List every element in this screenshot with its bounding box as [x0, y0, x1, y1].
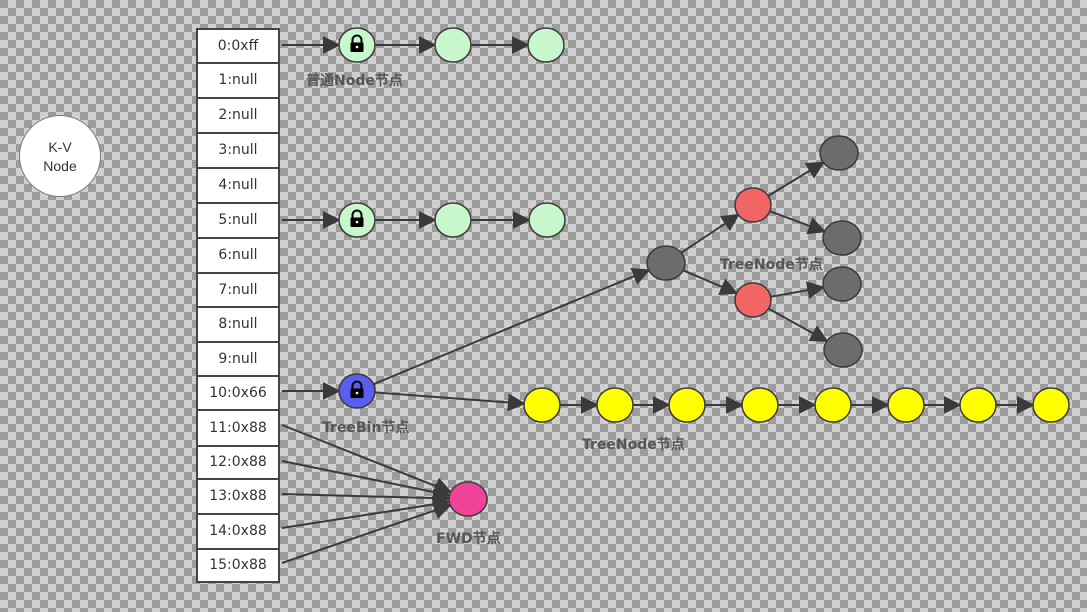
- bucket-label: 7:null: [218, 282, 258, 298]
- list-node-8: [1032, 387, 1070, 423]
- bucket-2: 2:null: [196, 97, 280, 134]
- caption-treenode-tree: TreeNode节点: [720, 257, 823, 273]
- caption-treebin-node: TreeBin节点: [322, 420, 410, 436]
- node-chain-5-1: [434, 202, 472, 238]
- bucket-label: 11:0x88: [209, 420, 267, 436]
- bucket-label: 6:null: [218, 247, 258, 263]
- node-lock-5: [338, 202, 376, 238]
- tree-root-node: [646, 245, 686, 281]
- bucket-label: 13:0x88: [209, 488, 267, 504]
- bucket-label: 14:0x88: [209, 523, 267, 539]
- arrow-treebin-to-root: [373, 268, 651, 386]
- tree-red-node-2: [734, 282, 772, 318]
- bucket-label: 2:null: [218, 107, 258, 123]
- bucket-12: 12:0x88: [196, 445, 280, 480]
- caption-normal-node: 普通Node节点: [306, 73, 403, 89]
- caption-fwd-node: FWD节点: [436, 531, 501, 547]
- bucket-5: 5:null: [196, 202, 280, 239]
- bucket-label: 10:0x66: [209, 385, 267, 401]
- list-node-6: [887, 387, 925, 423]
- arrow-bucket-11-fwd: [281, 424, 453, 495]
- tree-leaf-node-3: [822, 266, 862, 302]
- caption-treenode-list: TreeNode节点: [582, 437, 685, 453]
- nodes: [338, 27, 1070, 517]
- node-lock-0: [338, 27, 376, 63]
- arrow-red1-leaf2: [769, 210, 827, 235]
- tree-leaf-node-1: [819, 135, 859, 171]
- node-treebin-lock: [338, 373, 376, 409]
- tree-leaf-node-4: [823, 332, 863, 368]
- edges: [281, 36, 1035, 564]
- bucket-13: 13:0x88: [196, 478, 280, 515]
- bucket-7: 7:null: [196, 272, 280, 308]
- fwd-node: [448, 481, 488, 517]
- bucket-9: 9:null: [196, 341, 280, 377]
- bucket-11: 11:0x88: [196, 409, 280, 447]
- arrow-red1-leaf1: [767, 161, 825, 197]
- bucket-15: 15:0x88: [196, 548, 280, 583]
- bucket-10: 10:0x66: [196, 375, 280, 411]
- arrow-treebin-to-list: [374, 391, 526, 412]
- arrow-root-red-2: [682, 269, 739, 295]
- bucket-4: 4:null: [196, 167, 280, 204]
- bucket-label: 9:null: [218, 351, 258, 367]
- bucket-1: 1:null: [196, 62, 280, 99]
- bucket-label: 0:0xff: [217, 38, 259, 54]
- tree-red-node-1: [734, 187, 772, 223]
- bucket-label: 8:null: [218, 316, 258, 332]
- arrow-red2-leaf4: [768, 307, 829, 342]
- node-chain-0-1: [434, 27, 472, 63]
- node-chain-0-2: [527, 27, 565, 63]
- arrow-bucket-12-fwd: [281, 460, 452, 501]
- list-node-3: [668, 387, 706, 423]
- arrow-bucket-15-fwd: [281, 501, 452, 564]
- arrow-root-red-1: [680, 213, 740, 254]
- list-node-1: [523, 387, 561, 423]
- tree-leaf-node-2: [822, 220, 862, 256]
- list-node-7: [959, 387, 997, 423]
- bucket-label: 4:null: [218, 177, 258, 193]
- bucket-14: 14:0x88: [196, 513, 280, 550]
- bucket-6: 6:null: [196, 237, 280, 274]
- kv-node-legend-line1: K-V: [48, 139, 72, 155]
- list-node-2: [596, 387, 634, 423]
- kv-node-legend-line2: Node: [43, 158, 77, 174]
- arrow-bucket-13-fwd: [281, 489, 451, 508]
- bucket-label: 12:0x88: [209, 454, 267, 470]
- bucket-0: 0:0xff: [196, 28, 280, 64]
- bucket-label: 3:null: [218, 142, 258, 158]
- bucket-8: 8:null: [196, 306, 280, 343]
- bucket-label: 1:null: [218, 72, 258, 88]
- bucket-label: 15:0x88: [209, 557, 267, 573]
- bucket-label: 5:null: [218, 212, 258, 228]
- arrow-bucket-14-fwd: [281, 495, 452, 529]
- arrow-red2-leaf3: [770, 281, 826, 300]
- list-node-5: [814, 387, 852, 423]
- kv-node-legend: K-V Node: [19, 115, 101, 197]
- node-chain-5-2: [528, 202, 566, 238]
- bucket-3: 3:null: [196, 132, 280, 169]
- list-node-4: [741, 387, 779, 423]
